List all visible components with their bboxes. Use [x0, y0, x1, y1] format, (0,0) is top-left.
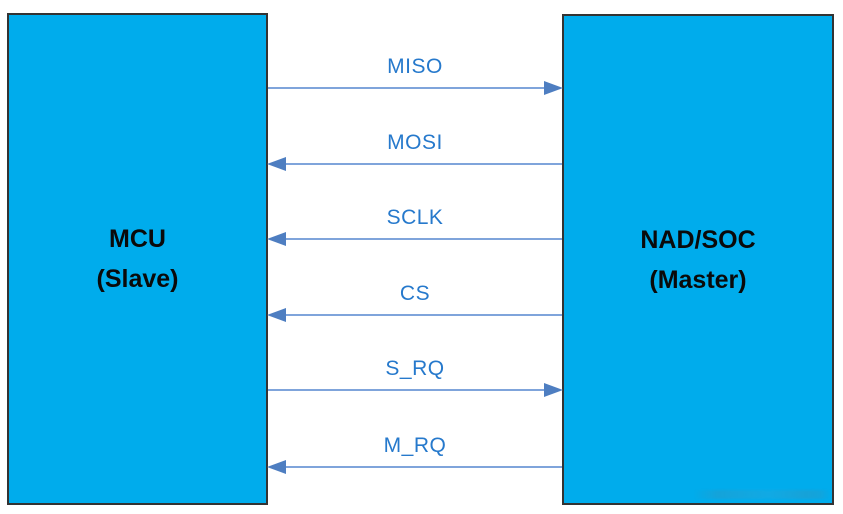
nad-soc-box: NAD/SOC (Master) [562, 14, 834, 505]
signal-miso: MISO [268, 53, 563, 95]
nad-soc-box-subtitle: (Master) [649, 265, 747, 294]
signal-label: SCLK [386, 206, 444, 229]
arrow-head-icon [267, 157, 286, 171]
signal-label: CS [399, 282, 431, 305]
mcu-box-title: MCU [109, 225, 166, 253]
nad-soc-box-title: NAD/SOC [640, 225, 756, 254]
arrow-line [268, 389, 546, 391]
arrow-line [268, 87, 546, 89]
signal-label: S_RQ [385, 357, 445, 380]
arrow-head-icon [544, 383, 563, 397]
mcu-box: MCU (Slave) [7, 13, 268, 505]
arrow-left-icon [267, 157, 562, 171]
arrow-line [284, 238, 562, 240]
arrow-head-icon [267, 460, 286, 474]
signal-sclk: SCLK [267, 204, 562, 246]
signal-arrows-area: MISO MOSI SCLK CS S_RQ M_RQ [267, 0, 563, 514]
signal-label: MISO [387, 55, 443, 78]
arrow-left-icon [267, 460, 562, 474]
arrow-head-icon [544, 81, 563, 95]
signal-s_rq: S_RQ [268, 355, 563, 397]
signal-mosi: MOSI [267, 129, 562, 171]
arrow-head-icon [267, 308, 286, 322]
arrow-right-icon [268, 81, 563, 95]
signal-m_rq: M_RQ [267, 432, 562, 474]
arrow-head-icon [267, 232, 286, 246]
signal-label: MOSI [387, 131, 443, 154]
signal-cs: CS [267, 280, 562, 322]
mcu-box-subtitle: (Slave) [96, 265, 179, 293]
signal-label: M_RQ [383, 434, 447, 457]
arrow-line [284, 163, 562, 165]
arrow-line [284, 314, 562, 316]
arrow-left-icon [267, 232, 562, 246]
arrow-left-icon [267, 308, 562, 322]
arrow-right-icon [268, 383, 563, 397]
arrow-line [284, 466, 562, 468]
